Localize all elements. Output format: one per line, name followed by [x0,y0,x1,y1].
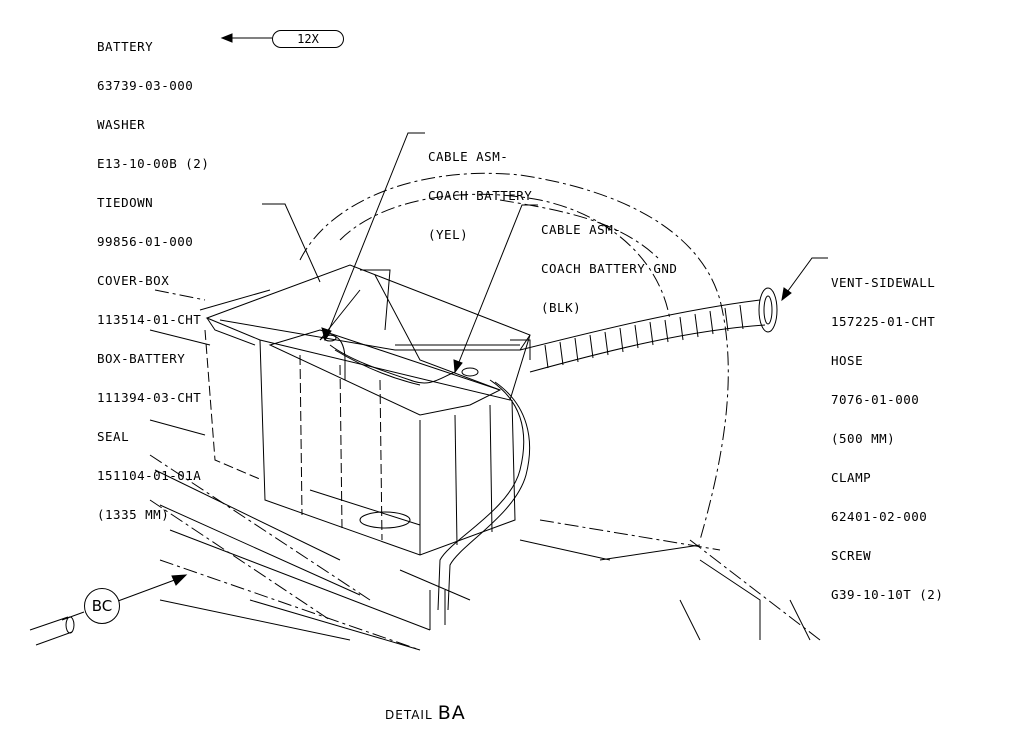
callout-vent-line-9: G39-10-10T (2) [831,587,944,602]
callout-vent-line-5: (500 MM) [831,431,896,446]
callout-battery-stack: BATTERY 63739-03-000 WASHER E13-10-00B (… [97,14,209,534]
callout-cable-yel-line-1: CABLE ASM- [428,149,509,164]
leader-vent [784,257,828,296]
quantity-badge: 12X [272,30,344,48]
callout-cable-yel: CABLE ASM- COACH BATTERY (YEL) [428,124,532,254]
callout-battery-line-9: BOX-BATTERY [97,351,186,366]
callout-battery-line-4: E13-10-00B (2) [97,156,210,171]
callout-battery-line-2: 63739-03-000 [97,78,194,93]
callout-battery-line-6: 99856-01-000 [97,234,194,249]
leader-vent-arrowhead [781,287,792,302]
callout-vent-stack: VENT-SIDEWALL 157225-01-CHT HOSE 7076-01… [831,250,943,614]
callout-vent-line-6: CLAMP [831,470,872,485]
callout-cable-yel-line-3: (YEL) [428,227,469,242]
leader-cable-blk [454,204,538,373]
callout-vent-line-8: SCREW [831,548,872,563]
battery-cover [199,269,531,416]
view-bubble-bc: BC [84,588,120,624]
callout-battery-line-3: WASHER [97,117,146,132]
callout-vent-line-4: 7076-01-000 [831,392,920,407]
leader-cable-yel [324,132,425,341]
callout-battery-line-1: BATTERY [97,39,154,54]
callout-cable-yel-line-2: COACH BATTERY [428,188,533,203]
vent-hose [519,287,778,373]
battery-box [204,264,531,556]
detail-title: DETAIL BA [385,702,466,724]
cables [319,334,531,630]
callout-cable-blk-line-2: COACH BATTERY GND [541,261,678,276]
leader-bc-tail [61,611,85,621]
frame-rails [149,329,811,651]
bc-pipe [29,616,75,646]
callout-cable-blk-line-1: CABLE ASM- [541,222,622,237]
callout-battery-line-7: COVER-BOX [97,273,170,288]
callout-battery-line-13: (1335 MM) [97,507,170,522]
callout-vent-line-2: 157225-01-CHT [831,314,936,329]
detail-title-word: DETAIL [385,708,433,722]
callout-battery-line-10: 111394-03-CHT [97,390,202,405]
callout-battery-line-8: 113514-01-CHT [97,312,202,327]
leader-bc-arrowhead [171,574,188,586]
leader-bc [117,577,181,602]
callout-vent-line-7: 62401-02-000 [831,509,928,524]
leader-cable-blk-arrowhead [453,359,463,374]
callout-vent-line-3: HOSE [831,353,864,368]
callout-cable-blk: CABLE ASM- COACH BATTERY GND (BLK) [541,197,677,327]
phantom-structure [149,172,821,651]
callout-battery-line-11: SEAL [97,429,130,444]
callout-battery-line-12: 151104-01-01A [97,468,202,483]
leader-seal [262,203,321,283]
callout-battery-line-5: TIEDOWN [97,195,154,210]
callout-cable-blk-line-3: (BLK) [541,300,582,315]
detail-title-code: BA [437,702,466,724]
leader-battery-arrowhead [220,33,233,43]
callout-vent-line-1: VENT-SIDEWALL [831,275,936,290]
